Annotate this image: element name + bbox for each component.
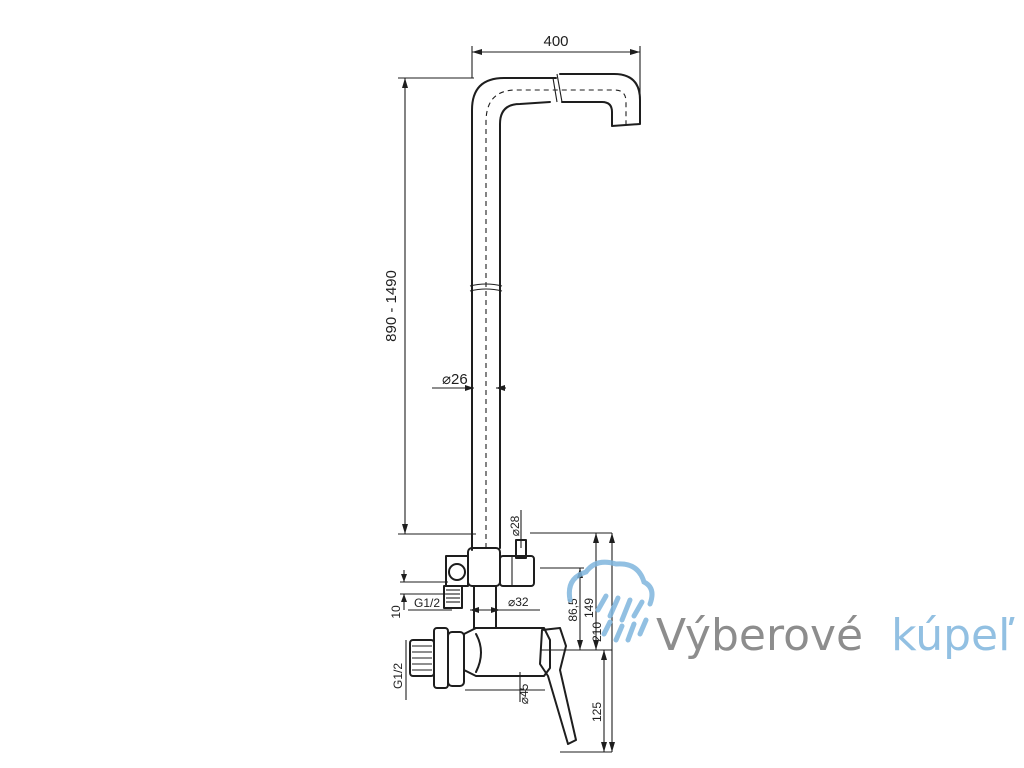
dim-height-range: 890 - 1490	[383, 270, 400, 342]
dim-height-86-5: 86,5	[566, 598, 580, 622]
watermark-brand-text: Výberové kúpeľ	[656, 610, 1015, 661]
dim-width-top: 400	[543, 33, 568, 50]
watermark-brand-part2: kúpeľ	[891, 610, 1015, 661]
shower-cloud-icon	[566, 559, 655, 643]
dim-offset-10: 10	[389, 605, 403, 619]
dim-pipe-diameter: ⌀26	[442, 371, 468, 388]
diverter-body	[443, 539, 535, 629]
mixer-body	[409, 627, 577, 745]
dimension-labels: 400 890 - 1490 ⌀26 ⌀28 ⌀32 G1/2 10 G1/2 …	[383, 33, 604, 722]
dim-height-210: 210	[590, 622, 604, 642]
watermark-logo: Výberové kúpeľ	[566, 559, 1015, 661]
dim-height-125: 125	[590, 702, 604, 722]
dim-height-149: 149	[582, 598, 596, 618]
watermark-brand-part1: Výberové	[656, 610, 863, 661]
dim-body-diameter: ⌀32	[508, 595, 529, 609]
dim-thread-lower: G1/2	[391, 663, 405, 689]
dim-lower-diameter: ⌀45	[517, 683, 531, 704]
shower-riser-pipe	[469, 73, 641, 551]
dim-thread-upper: G1/2	[414, 596, 440, 610]
dim-top-connector-diameter: ⌀28	[508, 515, 522, 536]
